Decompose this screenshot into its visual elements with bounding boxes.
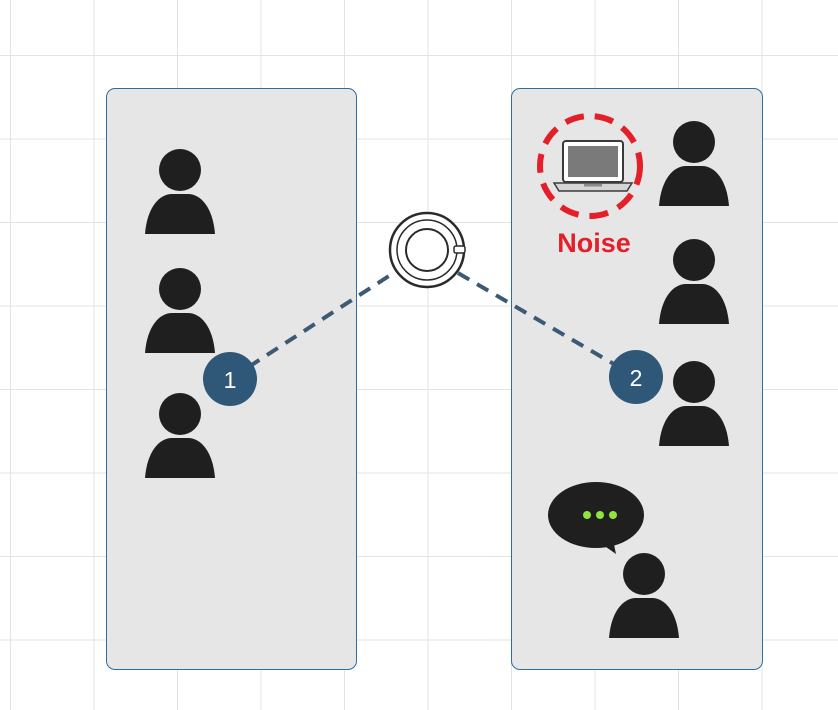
badge-1: 1 bbox=[203, 352, 257, 406]
person-icon bbox=[609, 553, 679, 638]
person-icon bbox=[145, 149, 215, 234]
connector-line-2 bbox=[456, 271, 638, 379]
person-icon bbox=[145, 268, 215, 353]
person-icon bbox=[145, 393, 215, 478]
ceiling-speaker-icon bbox=[388, 211, 466, 289]
noise-highlight-circle bbox=[537, 113, 643, 219]
speech-bubble-icon bbox=[548, 482, 644, 554]
person-icon bbox=[659, 361, 729, 446]
laptop-icon bbox=[552, 140, 634, 192]
badge-2-label: 2 bbox=[630, 365, 643, 391]
badge-2: 2 bbox=[609, 350, 663, 404]
badge-1-label: 1 bbox=[224, 367, 237, 393]
person-icon bbox=[659, 121, 729, 206]
connector-line-1 bbox=[228, 272, 394, 381]
person-icon bbox=[659, 239, 729, 324]
noise-label: Noise bbox=[557, 228, 631, 258]
